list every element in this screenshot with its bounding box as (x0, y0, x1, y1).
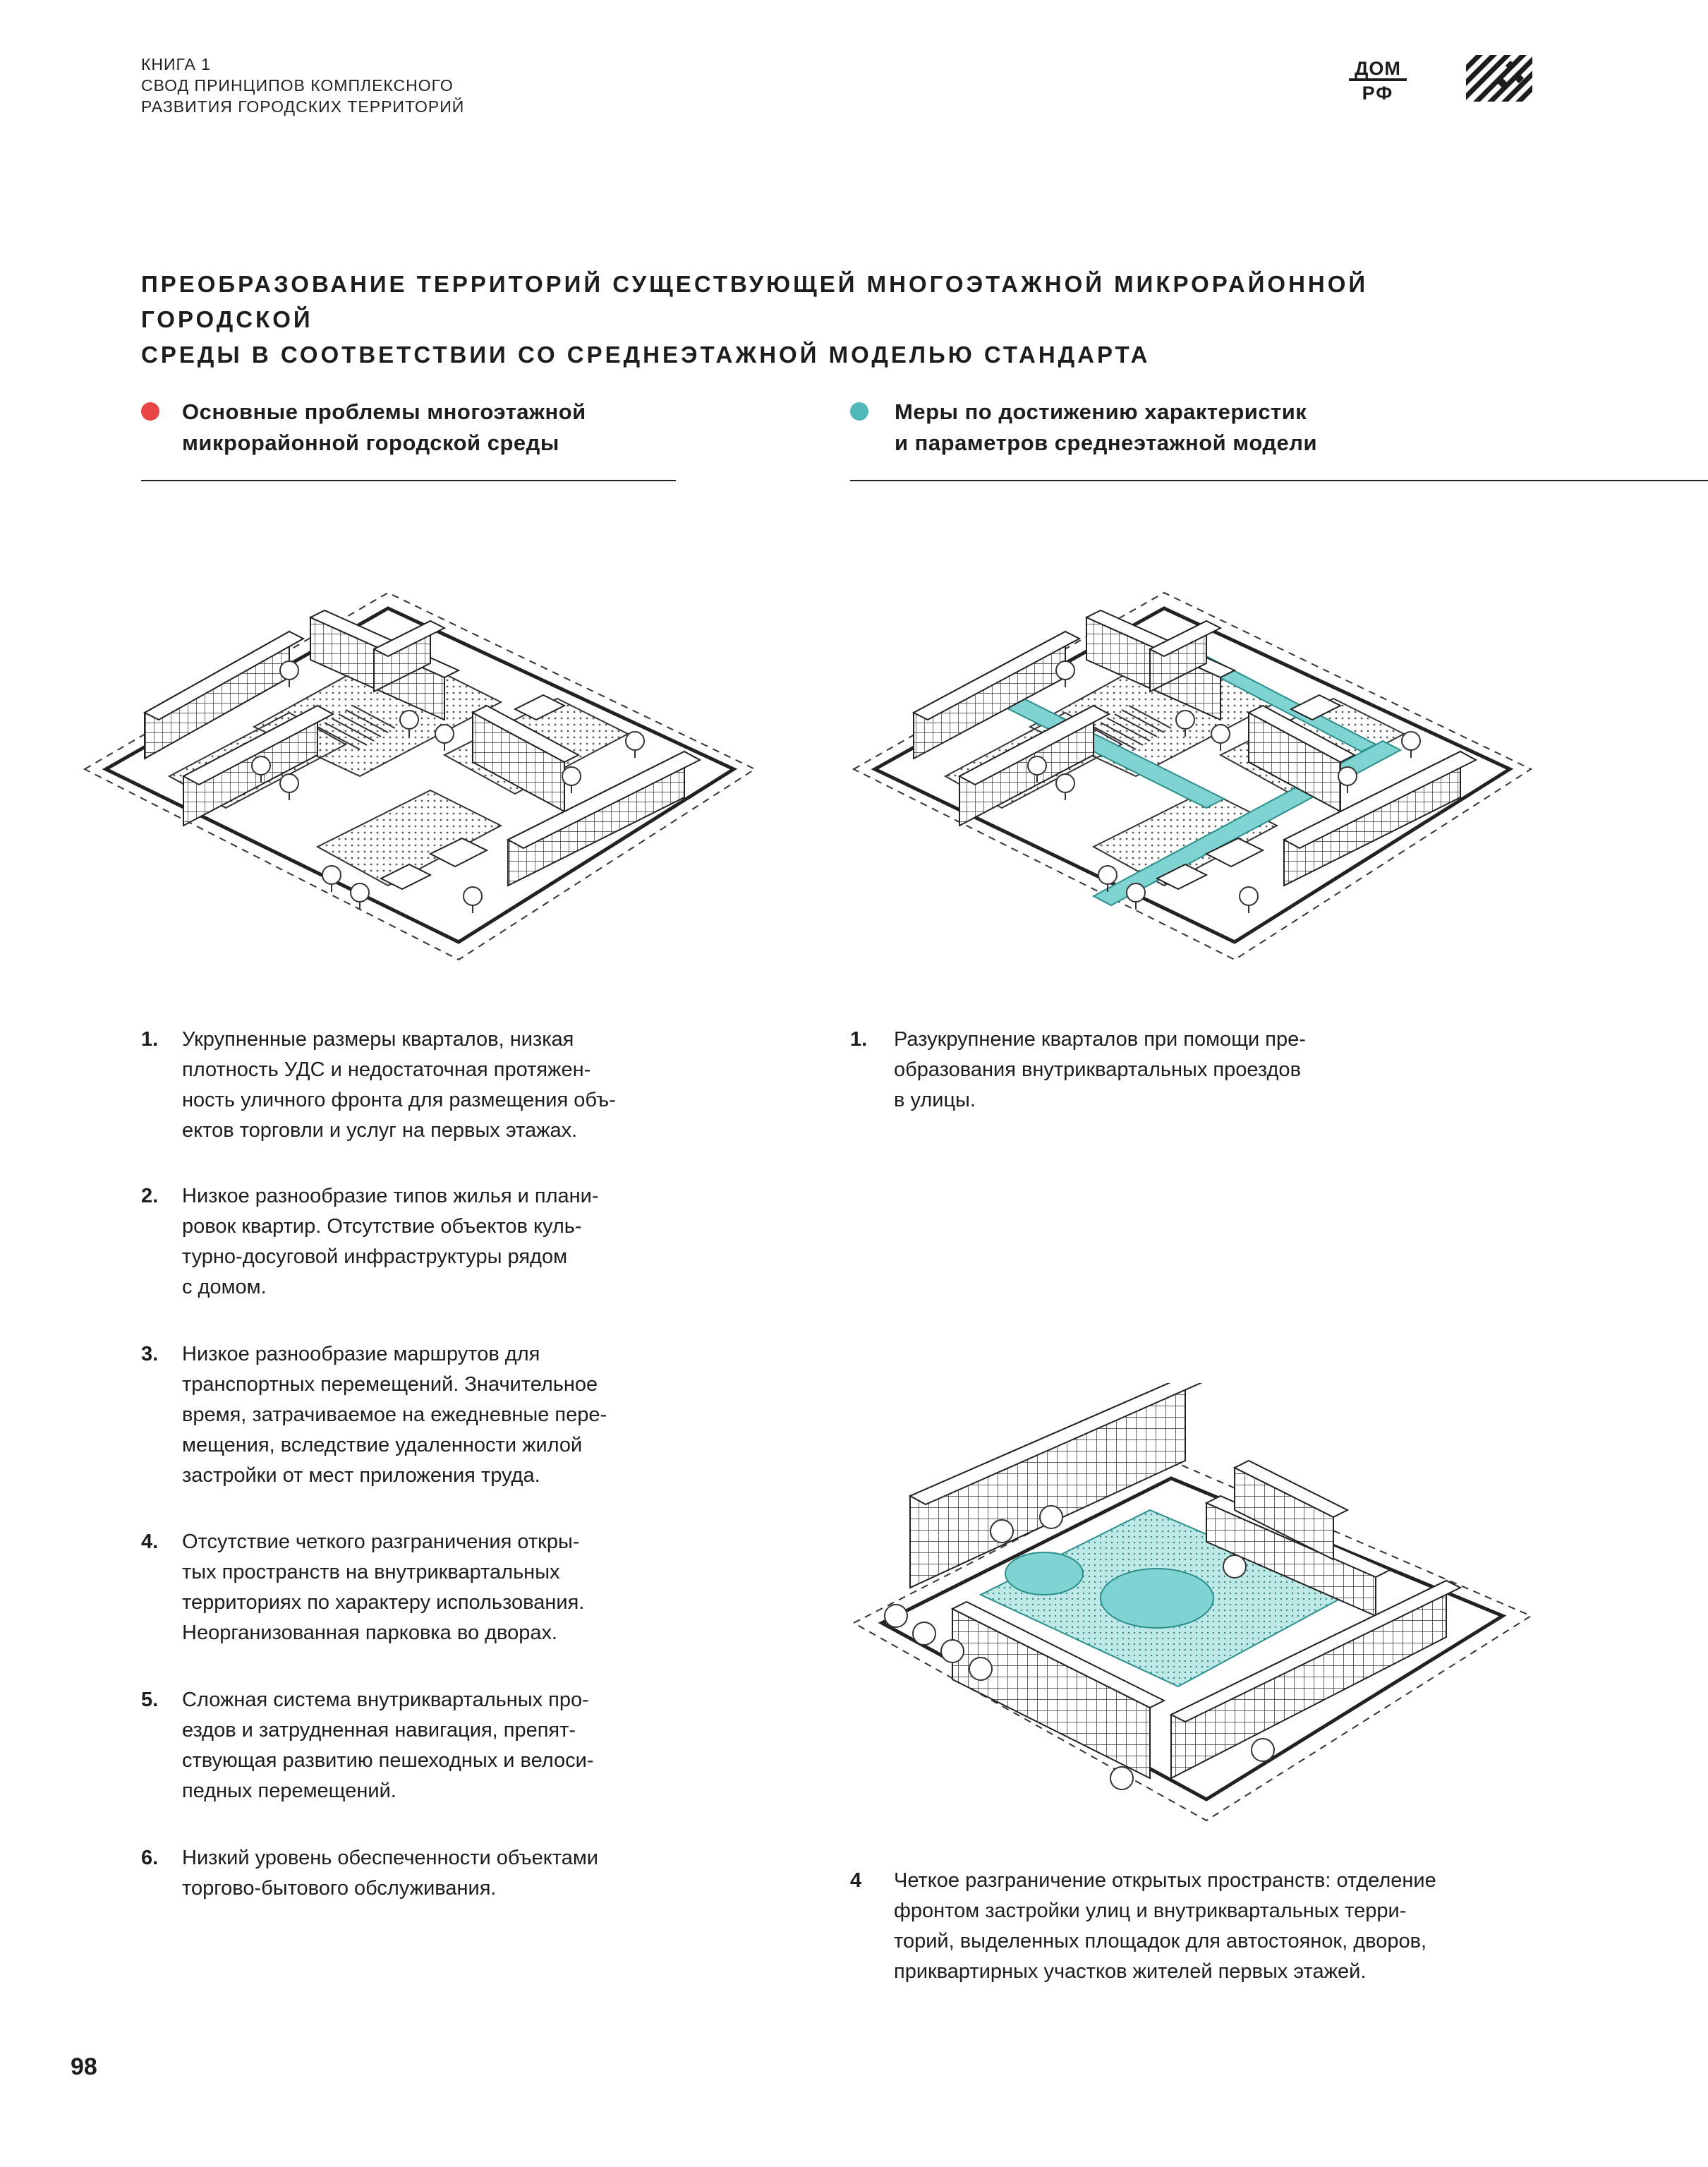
book-header-line: КНИГА 1 (141, 55, 211, 73)
item-line: торгово-бытового обслуживания. (182, 1877, 497, 1900)
item-line: торий, выделенных площадок для автостоян… (894, 1930, 1427, 1952)
measure-dot-icon (850, 402, 868, 421)
left-column-heading: Основные проблемы многоэтажной микрорайо… (182, 397, 586, 459)
item-text: Низкое разнообразие маршрутов для трансп… (182, 1339, 718, 1491)
item-line: застройки от мест приложения труда. (182, 1464, 540, 1487)
heading-line: и параметров среднеэтажной модели (895, 430, 1318, 455)
title-line: СРЕДЫ В СООТВЕТСТВИИ СО СРЕДНЕЭТАЖНОЙ МО… (141, 342, 1151, 368)
item-number: 6. (141, 1847, 159, 1869)
microdistrict-existing-diagram (83, 591, 757, 961)
book-header-line: СВОД ПРИНЦИПОВ КОМПЛЕКСНОГО (141, 76, 454, 95)
item-line: Отсутствие четкого разграничения откры- (182, 1531, 580, 1553)
title-line: ПРЕОБРАЗОВАНИЕ ТЕРРИТОРИЙ СУЩЕСТВУЮЩЕЙ М… (141, 271, 1369, 332)
heading-line: Основные проблемы многоэтажной (182, 399, 586, 424)
item-line: ровок квартир. Отсутствие объектов куль- (182, 1215, 582, 1238)
right-column-heading: Меры по достижению характеристик и парам… (895, 397, 1317, 459)
book-header-line: РАЗВИТИЯ ГОРОДСКИХ ТЕРРИТОРИЙ (141, 97, 465, 116)
item-line: образования внутриквартальных проездов (894, 1058, 1301, 1081)
item-text: Укрупненные размеры кварталов, низкая пл… (182, 1025, 718, 1146)
right-heading-rule (850, 480, 1708, 481)
logo-text-line2: РФ (1362, 83, 1394, 102)
item-text: Низкий уровень обеспеченности объектами … (182, 1843, 718, 1904)
item-line: плотность УДС и недостаточная протяжен- (182, 1058, 591, 1081)
pattern-logo (1466, 55, 1532, 102)
item-line: Низкое разнообразие типов жилья и плани- (182, 1185, 599, 1207)
item-line: фронтом застройки улиц и внутриквартальн… (894, 1900, 1407, 1922)
item-number: 5. (141, 1689, 159, 1711)
left-heading-rule (141, 480, 676, 481)
dom-rf-logo: ДОМ РФ (1349, 58, 1407, 102)
item-line: приквартирных участков жителей первых эт… (894, 1960, 1367, 1983)
item-line: Четкое разграничение открытых пространст… (894, 1869, 1436, 1892)
item-number: 1. (850, 1028, 868, 1051)
item-text: Четкое разграничение открытых пространст… (894, 1866, 1571, 1987)
item-line: Низкое разнообразие маршрутов для (182, 1343, 540, 1365)
item-line: с домом. (182, 1276, 267, 1298)
item-line: ездов и затрудненная навигация, препят- (182, 1719, 576, 1742)
item-line: Сложная система внутриквартальных про- (182, 1689, 589, 1711)
item-line: турно-досуговой инфраструктуры рядом (182, 1245, 568, 1268)
item-line: мещения, вследствие удаленности жилой (182, 1434, 583, 1456)
item-number: 3. (141, 1343, 159, 1365)
item-number: 4. (141, 1531, 159, 1553)
item-line: педных перемещений. (182, 1780, 396, 1802)
item-text: Отсутствие четкого разграничения откры- … (182, 1527, 718, 1648)
microdistrict-transformed-diagram (852, 591, 1533, 961)
logo-text-line1: ДОМ (1355, 58, 1401, 79)
item-line: тых пространств на внутриквартальных (182, 1561, 560, 1583)
item-number: 2. (141, 1185, 159, 1207)
item-line: Неорганизованная парковка во дворах. (182, 1622, 558, 1644)
item-line: территориях по характеру использования. (182, 1591, 585, 1614)
item-line: время, затрачиваемое на ежедневные пере- (182, 1404, 607, 1426)
item-text: Сложная система внутриквартальных про- е… (182, 1685, 718, 1806)
book-header: КНИГА 1 СВОД ПРИНЦИПОВ КОМПЛЕКСНОГО РАЗВ… (141, 54, 464, 117)
item-line: в улицы. (894, 1089, 976, 1111)
item-number: 1. (141, 1028, 159, 1051)
item-line: ность уличного фронта для размещения объ… (182, 1089, 616, 1111)
item-line: Укрупненные размеры кварталов, низкая (182, 1028, 574, 1051)
item-number: 4 (850, 1869, 862, 1892)
item-line: ствующая развитию пешеходных и велоси- (182, 1749, 594, 1772)
page-title: ПРЕОБРАЗОВАНИЕ ТЕРРИТОРИЙ СУЩЕСТВУЮЩЕЙ М… (141, 267, 1482, 373)
item-line: транспортных перемещений. Значительное (182, 1373, 598, 1396)
page-number: 98 (71, 2053, 97, 2080)
item-text: Низкое разнообразие типов жилья и плани-… (182, 1181, 718, 1303)
item-text: Разукрупнение кварталов при помощи пре- … (894, 1025, 1430, 1116)
heading-line: Меры по достижению характеристик (895, 399, 1307, 424)
item-line: Разукрупнение кварталов при помощи пре- (894, 1028, 1306, 1051)
heading-line: микрорайонной городской среды (182, 430, 559, 455)
item-line: ектов торговли и услуг на первых этажах. (182, 1119, 578, 1142)
perimeter-block-diagram (852, 1383, 1533, 1822)
problem-dot-icon (141, 402, 159, 421)
item-line: Низкий уровень обеспеченности объектами (182, 1847, 599, 1869)
